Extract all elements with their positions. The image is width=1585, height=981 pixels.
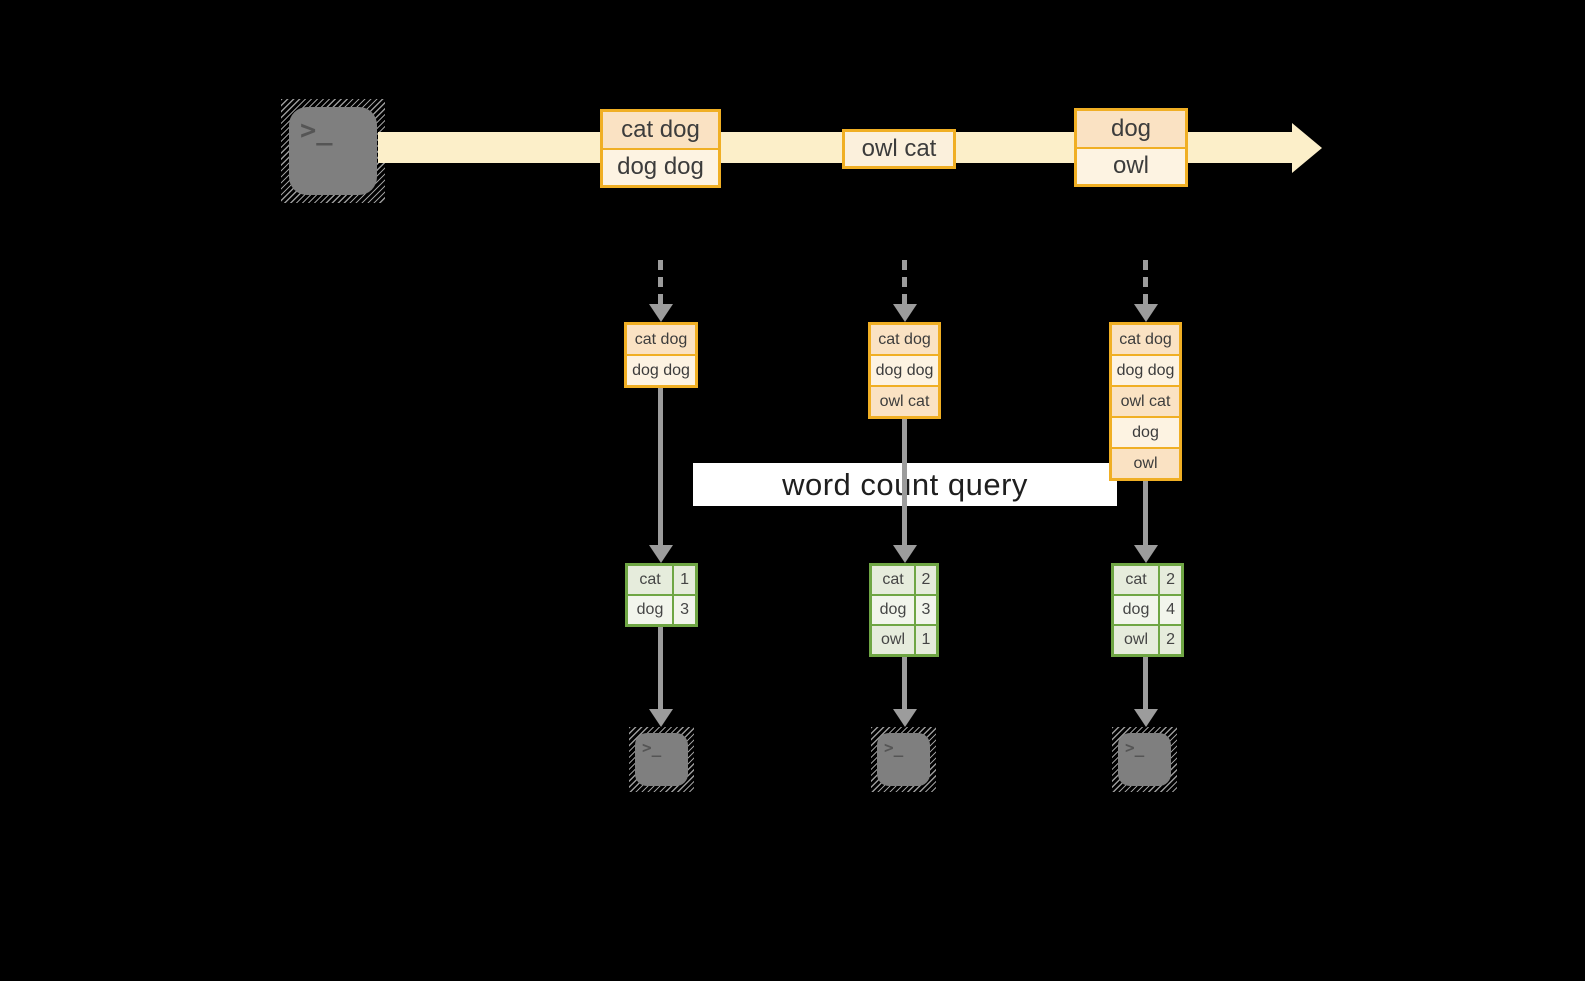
connector-line [1143,657,1148,709]
terminal-prompt-icon: >_ [884,738,904,757]
connector-arrowhead [649,545,673,563]
stream-event-record: owl cat [845,132,953,166]
word-cell: owl [1114,626,1159,654]
word-cell: dog [1114,596,1159,624]
count-cell: 4 [1160,596,1181,624]
window-dashed-arrowhead [1134,304,1158,322]
word-cell: cat [1114,566,1159,594]
connector-line [658,388,663,547]
buffered-record: owl cat [1112,385,1179,416]
terminal-prompt-icon: >_ [300,115,333,146]
output-terminal-icon: >_ [629,727,694,792]
terminal-prompt-icon: >_ [642,738,662,757]
count-cell: 2 [916,566,936,594]
stream-event-record: owl [1077,146,1185,184]
word-cell: cat [628,566,673,594]
word-cell: dog [628,596,673,624]
connector-line [902,419,907,547]
buffered-record: owl [1112,447,1179,478]
connector-arrowhead [1134,709,1158,727]
word-cell: dog [872,596,914,624]
connector-arrowhead [893,545,917,563]
window-dashed-arrowhead [649,304,673,322]
window-dashed-arrow [902,260,907,304]
connector-arrowhead [1134,545,1158,563]
count-cell: 2 [1160,566,1181,594]
count-cell: 1 [916,626,936,654]
stream-event-record: dog [1077,111,1185,147]
window-buffer-box: cat dog dog dog owl cat dog owl [1109,322,1182,481]
window-buffer-box: cat dog dog dog [624,322,698,388]
stream-event-box: dog owl [1074,108,1188,187]
buffered-record: cat dog [871,325,938,354]
word-cell: owl [872,626,914,654]
stream-event-record: dog dog [603,147,718,185]
word-count-table: cat 2 dog 4 owl 2 [1111,563,1184,657]
source-terminal-icon: >_ [281,99,385,203]
word-count-table: cat 1 dog 3 [625,563,698,627]
window-buffer-box: cat dog dog dog owl cat [868,322,941,419]
buffered-record: dog [1112,416,1179,447]
word-count-table: cat 2 dog 3 owl 1 [869,563,939,657]
terminal-body: >_ [289,107,377,195]
buffered-record: dog dog [871,354,938,385]
connector-line [658,627,663,709]
count-cell: 3 [674,596,695,624]
count-cell: 1 [674,566,695,594]
window-dashed-arrow [658,260,663,304]
connector-line [1143,481,1148,547]
count-cell: 3 [916,596,936,624]
output-terminal-icon: >_ [871,727,936,792]
stream-event-record: cat dog [603,112,718,148]
window-dashed-arrow [1143,260,1148,304]
connector-line [902,657,907,709]
buffered-record: dog dog [627,354,695,385]
terminal-body: >_ [1118,733,1171,786]
connector-arrowhead [649,709,673,727]
stream-event-box: owl cat [842,129,956,169]
terminal-body: >_ [877,733,930,786]
buffered-record: dog dog [1112,354,1179,385]
output-terminal-icon: >_ [1112,727,1177,792]
buffered-record: cat dog [627,325,695,354]
stream-event-box: cat dog dog dog [600,109,721,188]
terminal-body: >_ [635,733,688,786]
count-cell: 2 [1160,626,1181,654]
stream-arrow-head [1292,123,1322,173]
window-dashed-arrowhead [893,304,917,322]
connector-arrowhead [893,709,917,727]
buffered-record: cat dog [1112,325,1179,354]
buffered-record: owl cat [871,385,938,416]
word-cell: cat [872,566,914,594]
terminal-prompt-icon: >_ [1125,738,1145,757]
